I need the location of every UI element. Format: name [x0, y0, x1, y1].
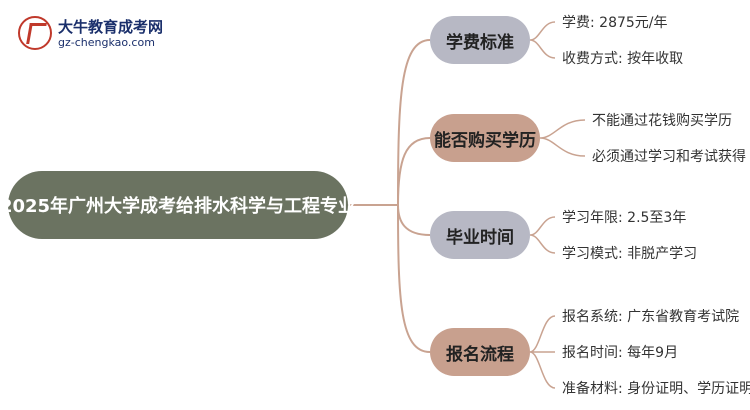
trunk-to-branch-2 [397, 137, 431, 206]
leaf-cannot-buy: 不能通过花钱购买学历 [592, 113, 732, 129]
b1-leaf-connector [529, 21, 556, 59]
root-node: 2025年广州大学成考给排水科学与工程专业 [0, 171, 356, 239]
leaf-required-materials: 准备材料: 身份证明、学历证明 [562, 381, 750, 397]
trunk-to-branch-4 [397, 204, 431, 353]
branch-buy-degree: 能否购买学历 [430, 114, 540, 162]
leaf-registration-time: 报名时间: 每年9月 [562, 345, 679, 361]
leaf-must-study: 必须通过学习和考试获得 [592, 149, 746, 165]
logo-domain: gz-chengkao.com [58, 36, 155, 49]
branch-tuition: 学费标准 [430, 16, 530, 64]
logo-icon [18, 16, 52, 50]
leaf-registration-system: 报名系统: 广东省教育考试院 [562, 309, 740, 325]
site-logo[interactable]: 大牛教育成考网 gz-chengkao.com [18, 14, 168, 56]
leaf-study-mode: 学习模式: 非脱产学习 [562, 246, 698, 262]
b4-leaf-connector [529, 315, 556, 389]
branch-graduation-time: 毕业时间 [430, 211, 530, 259]
b2-leaf-connector [539, 119, 586, 157]
trunk-to-branch-1 [397, 39, 431, 206]
leaf-tuition-fee: 学费: 2875元/年 [562, 15, 668, 31]
leaf-study-years: 学习年限: 2.5至3年 [562, 210, 687, 226]
b3-leaf-connector [529, 216, 556, 254]
leaf-payment-method: 收费方式: 按年收取 [562, 51, 684, 67]
branch-registration: 报名流程 [430, 328, 530, 376]
logo-name: 大牛教育成考网 [58, 18, 164, 36]
trunk-to-branch-3 [397, 204, 431, 236]
